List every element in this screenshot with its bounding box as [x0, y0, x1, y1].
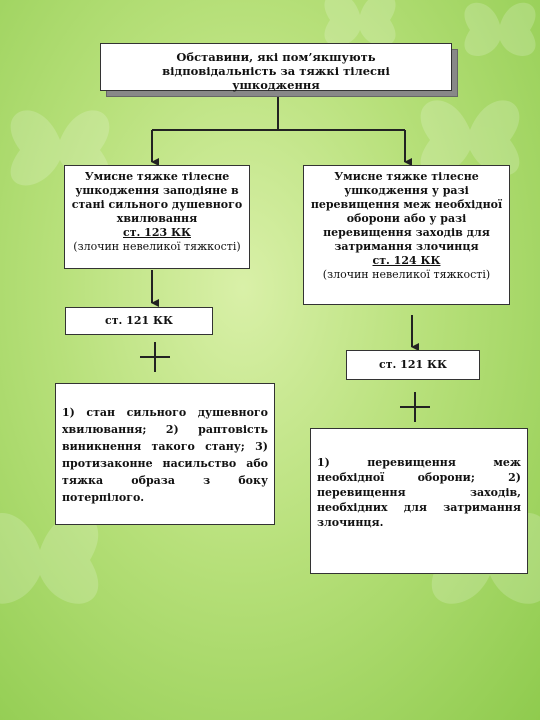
- left-linked-article: ст. 121 КК: [105, 314, 173, 327]
- right-conditions-text: 1) перевищення меж необхідної оборони; 2…: [317, 456, 521, 529]
- right-branch-article: ст. 124 КК: [372, 254, 441, 267]
- title-box: Обставини, які пом’якшують відповідальні…: [100, 43, 452, 92]
- left-conditions-box: 1) стан сильного душевного хвилювання; 2…: [55, 383, 275, 525]
- left-branch-article: ст. 123 КК: [123, 226, 191, 239]
- left-branch-box: Умисне тяжке тілесне ушкодження заподіян…: [64, 165, 250, 269]
- left-branch-note: (злочин невеликої тяжкості): [73, 240, 241, 253]
- diagram-title: Обставини, які пом’якшують відповідальні…: [162, 50, 390, 92]
- left-linked-article-box: ст. 121 КК: [65, 307, 213, 335]
- left-plus-sign: [140, 342, 170, 372]
- right-linked-article-box: ст. 121 КК: [346, 350, 480, 380]
- right-plus-sign: [400, 392, 430, 422]
- left-conditions-text: 1) стан сильного душевного хвилювання; 2…: [62, 406, 268, 504]
- left-branch-title: Умисне тяжке тілесне ушкодження заподіян…: [71, 170, 243, 225]
- right-linked-article: ст. 121 КК: [379, 358, 447, 371]
- right-branch-title: Умисне тяжке тілесне ушкодження у разі п…: [310, 170, 503, 253]
- right-conditions-box: 1) перевищення меж необхідної оборони; 2…: [310, 428, 528, 574]
- right-branch-note: (злочин невеликої тяжкості): [322, 268, 491, 281]
- right-branch-box: Умисне тяжке тілесне ушкодження у разі п…: [303, 165, 510, 305]
